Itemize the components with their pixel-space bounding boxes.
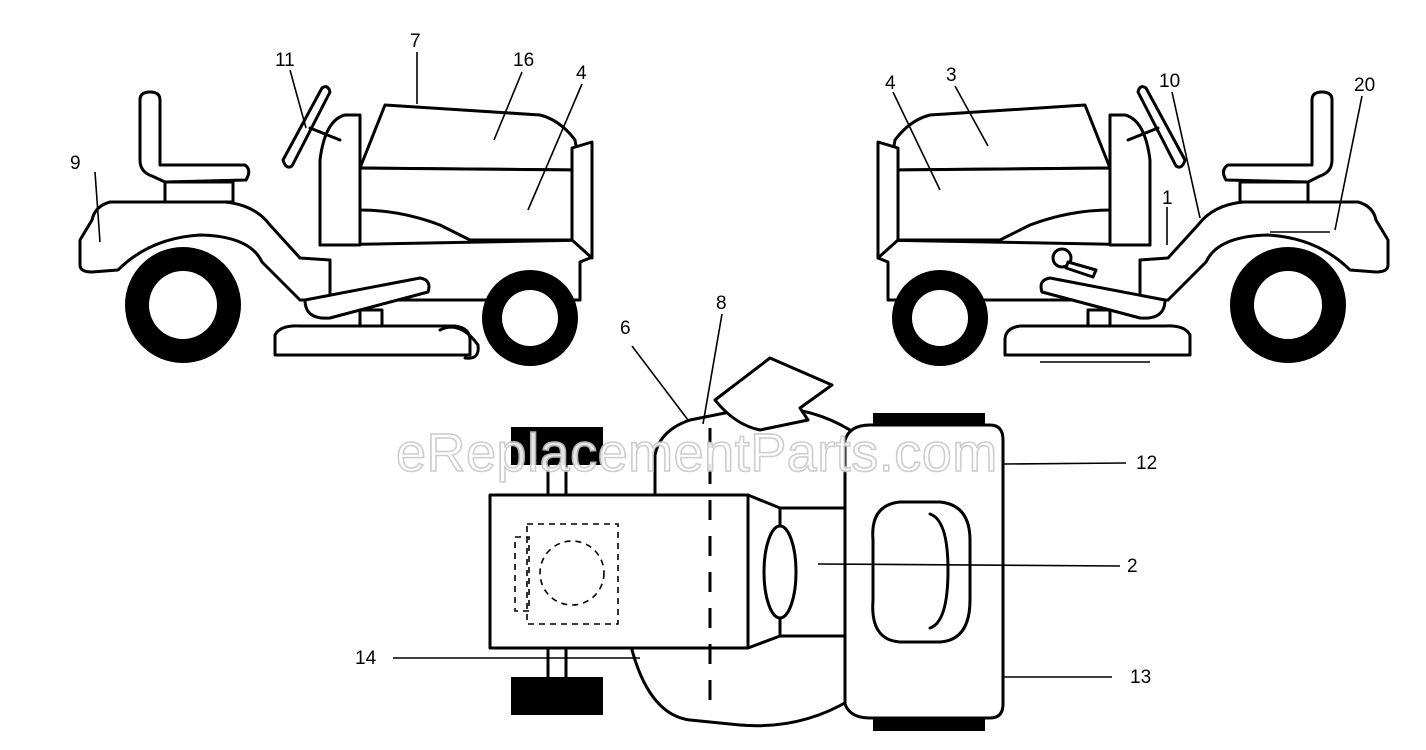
top-engine-flywheel-outline — [539, 540, 605, 606]
left-seat-base — [163, 180, 235, 204]
leader-10 — [1171, 91, 1201, 219]
leader-6 — [631, 345, 689, 421]
right-front-rim — [912, 290, 968, 346]
callout-1: 1 — [1162, 188, 1173, 209]
top-hood — [488, 493, 750, 650]
leader-20 — [1334, 95, 1363, 231]
left-side-view-tractor — [78, 85, 594, 366]
left-grille — [570, 140, 594, 260]
left-rear-rim — [149, 271, 217, 339]
right-seat-base — [1238, 180, 1310, 204]
callout-2: 2 — [1127, 556, 1138, 577]
watermark-text: eReplacementParts.com — [396, 423, 998, 483]
callout-9: 9 — [70, 153, 81, 174]
leader-4a — [527, 83, 583, 211]
leader-3 — [954, 85, 989, 147]
left-rear-fender — [78, 200, 332, 302]
top-seat — [871, 500, 972, 644]
leader-16 — [493, 71, 523, 141]
top-front-left-tire — [511, 427, 603, 465]
right-seat — [1221, 90, 1334, 184]
left-discharge-chute — [438, 325, 480, 360]
callout-10: 10 — [1159, 71, 1180, 92]
callout-13: 13 — [1130, 667, 1151, 688]
leader-8 — [702, 313, 723, 425]
right-ignition-key-stem — [1064, 260, 1098, 279]
left-foot-pedal — [303, 276, 431, 320]
callout-20: 20 — [1354, 75, 1375, 96]
top-view-tractor — [488, 356, 1005, 731]
left-front-rim — [502, 290, 558, 346]
callout-14: 14 — [355, 648, 377, 669]
right-rear-fender — [1138, 200, 1390, 302]
right-rear-rim — [1254, 271, 1322, 339]
callout-7: 7 — [410, 31, 421, 52]
left-dash-column — [318, 113, 362, 247]
top-discharge-chute — [713, 356, 834, 432]
leader-11 — [289, 69, 307, 129]
right-foot-pedal — [1039, 276, 1167, 320]
leader-2 — [817, 563, 1121, 567]
right-steering-wheel — [1136, 85, 1187, 169]
left-deck-mount — [358, 308, 384, 328]
callout-4-right: 4 — [885, 73, 896, 94]
right-deck-mount — [1086, 308, 1112, 328]
top-engine-outline — [526, 523, 619, 625]
callout-11: 11 — [275, 50, 295, 71]
top-front-right-tire — [511, 677, 603, 715]
leader-4b — [892, 91, 941, 191]
leader-9 — [94, 171, 101, 243]
right-side-view-tractor — [876, 85, 1390, 366]
left-hood-side — [358, 166, 582, 242]
top-seat-back — [928, 512, 950, 630]
callout-16: 16 — [513, 50, 534, 71]
callout-4-left: 4 — [576, 63, 587, 84]
callout-3: 3 — [946, 65, 957, 86]
right-mower-deck — [1003, 324, 1192, 357]
callout-8: 8 — [716, 293, 727, 314]
callout-6: 6 — [620, 318, 631, 339]
right-dash-column — [1108, 113, 1152, 247]
right-hood — [888, 103, 1112, 172]
top-steering-wheel — [762, 524, 798, 620]
left-steering-shaft — [308, 126, 342, 142]
callout-12: 12 — [1136, 453, 1157, 474]
leader-lines — [94, 52, 1363, 678]
right-grille — [876, 140, 900, 260]
left-seat — [138, 90, 251, 184]
right-steering-shaft — [1126, 126, 1160, 142]
leader-12 — [1002, 462, 1127, 465]
callout-numbers: 9 11 7 16 4 4 3 10 1 20 6 8 12 2 13 14 — [70, 31, 1375, 688]
right-hood-side — [888, 166, 1112, 242]
left-hood — [358, 103, 582, 172]
